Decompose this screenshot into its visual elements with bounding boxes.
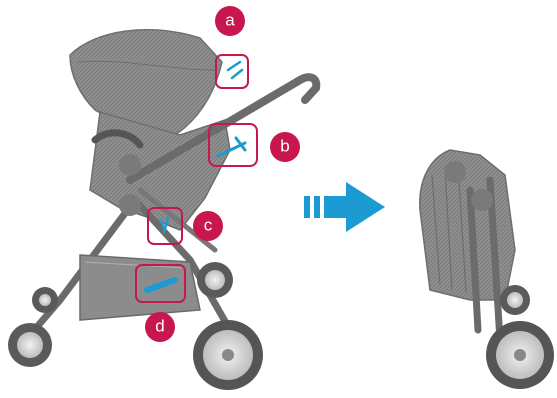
hinge (444, 161, 466, 183)
hinge (119, 154, 141, 176)
folded-wheel-back (500, 285, 530, 315)
folded-canopy-seat (420, 150, 515, 300)
double-bar-right-arrow-icon (304, 182, 385, 232)
step-badge-a: a (215, 6, 245, 36)
stroller-folded (420, 150, 554, 389)
hinge (471, 189, 493, 211)
svg-text:d: d (155, 317, 164, 336)
step-badge-c: c (193, 211, 223, 241)
rear-wheel (193, 320, 263, 390)
svg-text:c: c (204, 216, 213, 235)
rear-wheel-back (197, 262, 233, 298)
front-wheel (8, 323, 52, 367)
stroller-unfolded: a b c d (8, 6, 316, 390)
svg-text:a: a (225, 11, 235, 30)
hinge (119, 194, 141, 216)
step-badge-d: d (145, 312, 175, 342)
front-wheel-back (32, 287, 58, 313)
svg-text:b: b (280, 137, 289, 156)
folded-wheel (486, 321, 554, 389)
release-indicator-a (228, 62, 242, 78)
step-badge-b: b (270, 132, 300, 162)
canopy (70, 30, 222, 135)
